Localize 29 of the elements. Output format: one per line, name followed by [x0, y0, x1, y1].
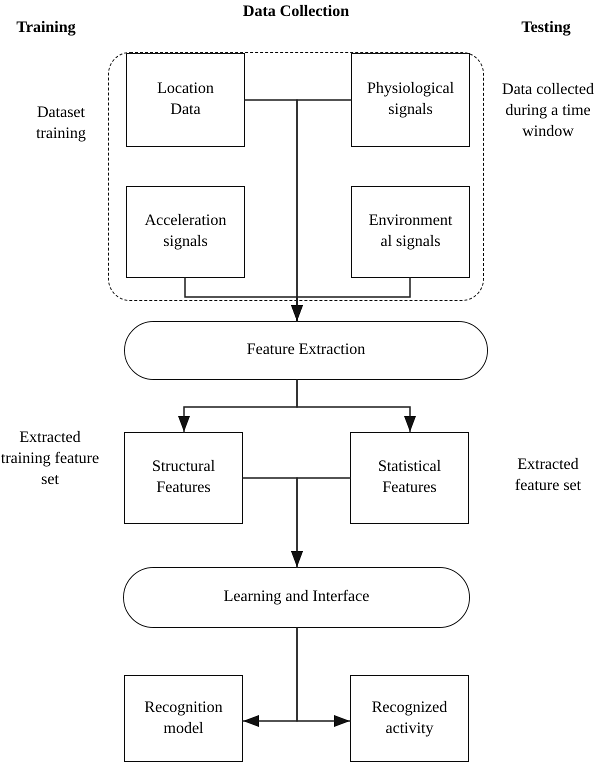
group-heading: Data Collection	[242, 2, 350, 22]
note-text: Data collected during a time window	[501, 80, 595, 142]
column-heading: Testing	[520, 18, 572, 38]
arrow	[291, 477, 350, 567]
process-box	[124, 675, 243, 762]
arrow	[296, 628, 350, 727]
node-label: Recognition model	[143, 698, 224, 738]
node-label: Feature Extraction	[246, 340, 366, 360]
node-label: Structural Features	[150, 457, 216, 498]
process-box	[350, 432, 469, 524]
process-box	[351, 53, 470, 147]
node-label: Learning and Interface	[224, 587, 370, 608]
note-text: Extracted feature set	[514, 455, 582, 496]
node-label: Environment al signals	[368, 211, 454, 252]
process-box	[350, 675, 469, 762]
note-text: Extracted training feature set	[0, 428, 100, 490]
node-label: Location Data	[156, 79, 215, 120]
column-heading: Training	[15, 18, 77, 38]
process-box	[351, 186, 470, 278]
arrow	[291, 278, 411, 321]
process-box	[126, 186, 245, 278]
node-label: Statistical Features	[376, 457, 442, 498]
arrow	[296, 380, 416, 432]
process-box	[126, 53, 245, 147]
node-label: Recognized activity	[370, 698, 448, 738]
node-label: Acceleration signals	[144, 211, 228, 252]
note-text: Dataset training	[35, 103, 87, 144]
process-box	[124, 432, 243, 524]
node-label: Physiological signals	[366, 79, 455, 120]
